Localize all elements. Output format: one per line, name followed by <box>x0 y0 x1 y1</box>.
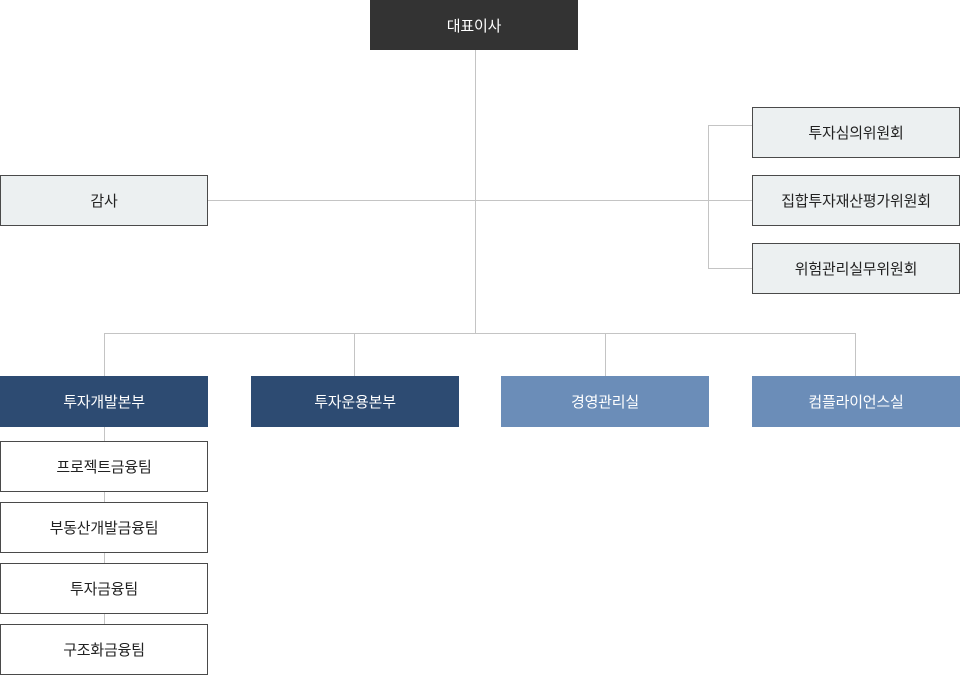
committee-bracket-line <box>708 125 709 268</box>
division-investment-management: 투자운용본부 <box>251 376 459 427</box>
committee-3-connector <box>708 268 752 269</box>
ceo-trunk-line <box>475 50 476 334</box>
team-real-estate-development-finance: 부동산개발금융팀 <box>0 502 208 553</box>
team-structured-finance: 구조화금융팀 <box>0 624 208 675</box>
division-investment-development: 투자개발본부 <box>0 376 208 427</box>
ceo-box: 대표이사 <box>370 0 578 50</box>
division-4-drop-line <box>855 333 856 376</box>
division-1-drop-line <box>104 333 105 376</box>
audit-connector-line <box>207 200 752 201</box>
division-bar-line <box>104 333 856 334</box>
team-project-finance: 프로젝트금융팀 <box>0 441 208 492</box>
division-3-drop-line <box>605 333 606 376</box>
committee-investment-review: 투자심의위원회 <box>752 107 960 158</box>
division-business-management: 경영관리실 <box>501 376 709 427</box>
team-investment-finance: 투자금융팀 <box>0 563 208 614</box>
division-compliance: 컴플라이언스실 <box>752 376 960 427</box>
division-2-drop-line <box>354 333 355 376</box>
committee-risk-management: 위험관리실무위원회 <box>752 243 960 294</box>
audit-box: 감사 <box>0 175 208 226</box>
committee-1-connector <box>708 125 752 126</box>
committee-asset-valuation: 집합투자재산평가위원회 <box>752 175 960 226</box>
